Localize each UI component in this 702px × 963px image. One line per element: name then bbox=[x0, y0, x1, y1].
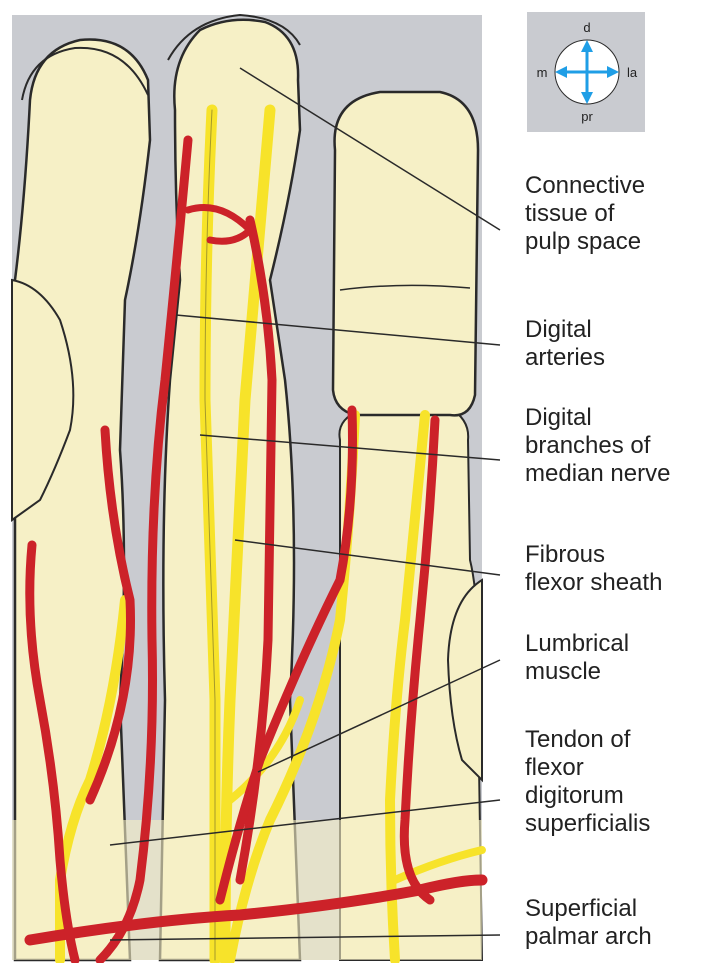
label-line: Lumbrical bbox=[525, 630, 629, 658]
label-digital-branches: Digital branches of median nerve bbox=[525, 404, 670, 488]
label-line: branches of bbox=[525, 432, 670, 460]
label-line: flexor bbox=[525, 754, 650, 782]
label-line: Digital bbox=[525, 316, 605, 344]
label-superficial-palmar-arch: Superficial palmar arch bbox=[525, 895, 652, 951]
label-tendon-fds: Tendon of flexor digitorum superficialis bbox=[525, 726, 650, 838]
label-line: Digital bbox=[525, 404, 670, 432]
label-line: superficialis bbox=[525, 810, 650, 838]
compass-label-bottom: pr bbox=[581, 109, 593, 124]
compass-label-right: la bbox=[627, 65, 638, 80]
label-line: tissue of bbox=[525, 200, 645, 228]
label-line: palmar arch bbox=[525, 923, 652, 951]
label-fibrous-flexor-sheath: Fibrous flexor sheath bbox=[525, 541, 662, 597]
label-line: digitorum bbox=[525, 782, 650, 810]
label-digital-arteries: Digital arteries bbox=[525, 316, 605, 372]
label-line: median nerve bbox=[525, 460, 670, 488]
orientation-compass: d m la pr bbox=[527, 12, 645, 132]
compass-label-top: d bbox=[583, 20, 590, 35]
label-connective-tissue: Connective tissue of pulp space bbox=[525, 172, 645, 256]
label-line: muscle bbox=[525, 658, 629, 686]
label-line: Tendon of bbox=[525, 726, 650, 754]
label-lumbrical-muscle: Lumbrical muscle bbox=[525, 630, 629, 686]
label-line: flexor sheath bbox=[525, 569, 662, 597]
label-line: pulp space bbox=[525, 228, 645, 256]
label-line: Connective bbox=[525, 172, 645, 200]
label-line: arteries bbox=[525, 344, 605, 372]
label-line: Superficial bbox=[525, 895, 652, 923]
label-line: Fibrous bbox=[525, 541, 662, 569]
compass-label-left: m bbox=[537, 65, 548, 80]
